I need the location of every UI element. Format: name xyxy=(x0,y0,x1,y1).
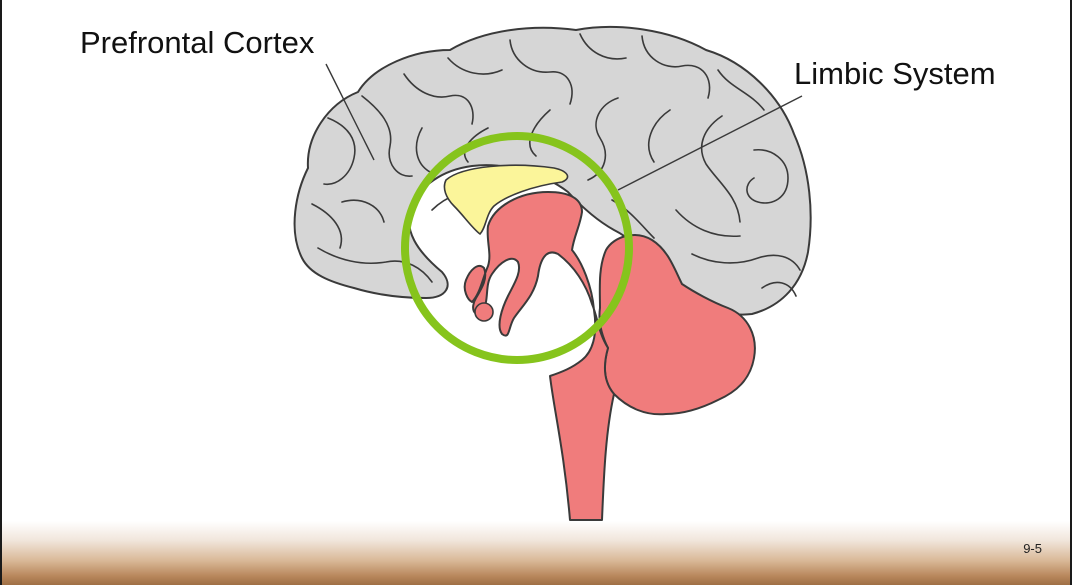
limbic-system-label: Limbic System xyxy=(794,58,996,89)
prefrontal-cortex-label: Prefrontal Cortex xyxy=(80,27,314,58)
slide-number: 9-5 xyxy=(1023,541,1042,556)
pituitary-gland xyxy=(475,303,493,321)
slide-footer-bar xyxy=(2,521,1070,585)
